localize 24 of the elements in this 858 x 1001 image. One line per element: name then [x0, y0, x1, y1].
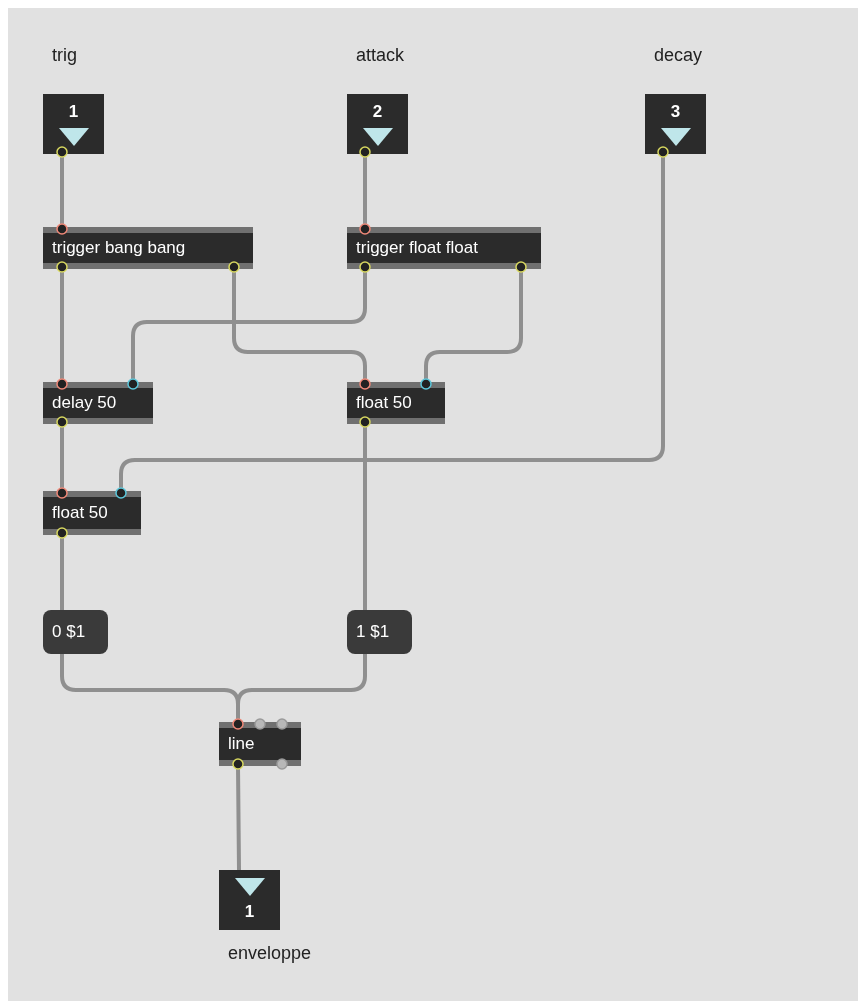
message-label: 1 $1 [356, 622, 390, 642]
object-box [347, 227, 541, 269]
object-box [347, 382, 445, 424]
object-label: trigger float float [356, 238, 478, 258]
object-label: float 50 [52, 503, 108, 523]
port-number: 2 [371, 102, 384, 122]
object-box [43, 382, 153, 424]
object-box [43, 491, 141, 535]
object-box [219, 722, 301, 766]
object-label: trigger bang bang [52, 238, 186, 258]
object-label: delay 50 [52, 393, 117, 413]
port-label: trig [52, 44, 77, 66]
object-label: float 50 [356, 393, 412, 413]
port-number: 3 [669, 102, 682, 122]
port-number: 1 [67, 102, 80, 122]
port-label: attack [356, 44, 405, 66]
message-label: 0 $1 [52, 622, 86, 642]
object-label: line [228, 734, 255, 754]
port-label: decay [654, 44, 703, 66]
object-box [43, 227, 253, 269]
message-box [43, 610, 108, 654]
message-box [347, 610, 412, 654]
port-number: 1 [243, 902, 256, 922]
port-label: enveloppe [228, 942, 312, 964]
